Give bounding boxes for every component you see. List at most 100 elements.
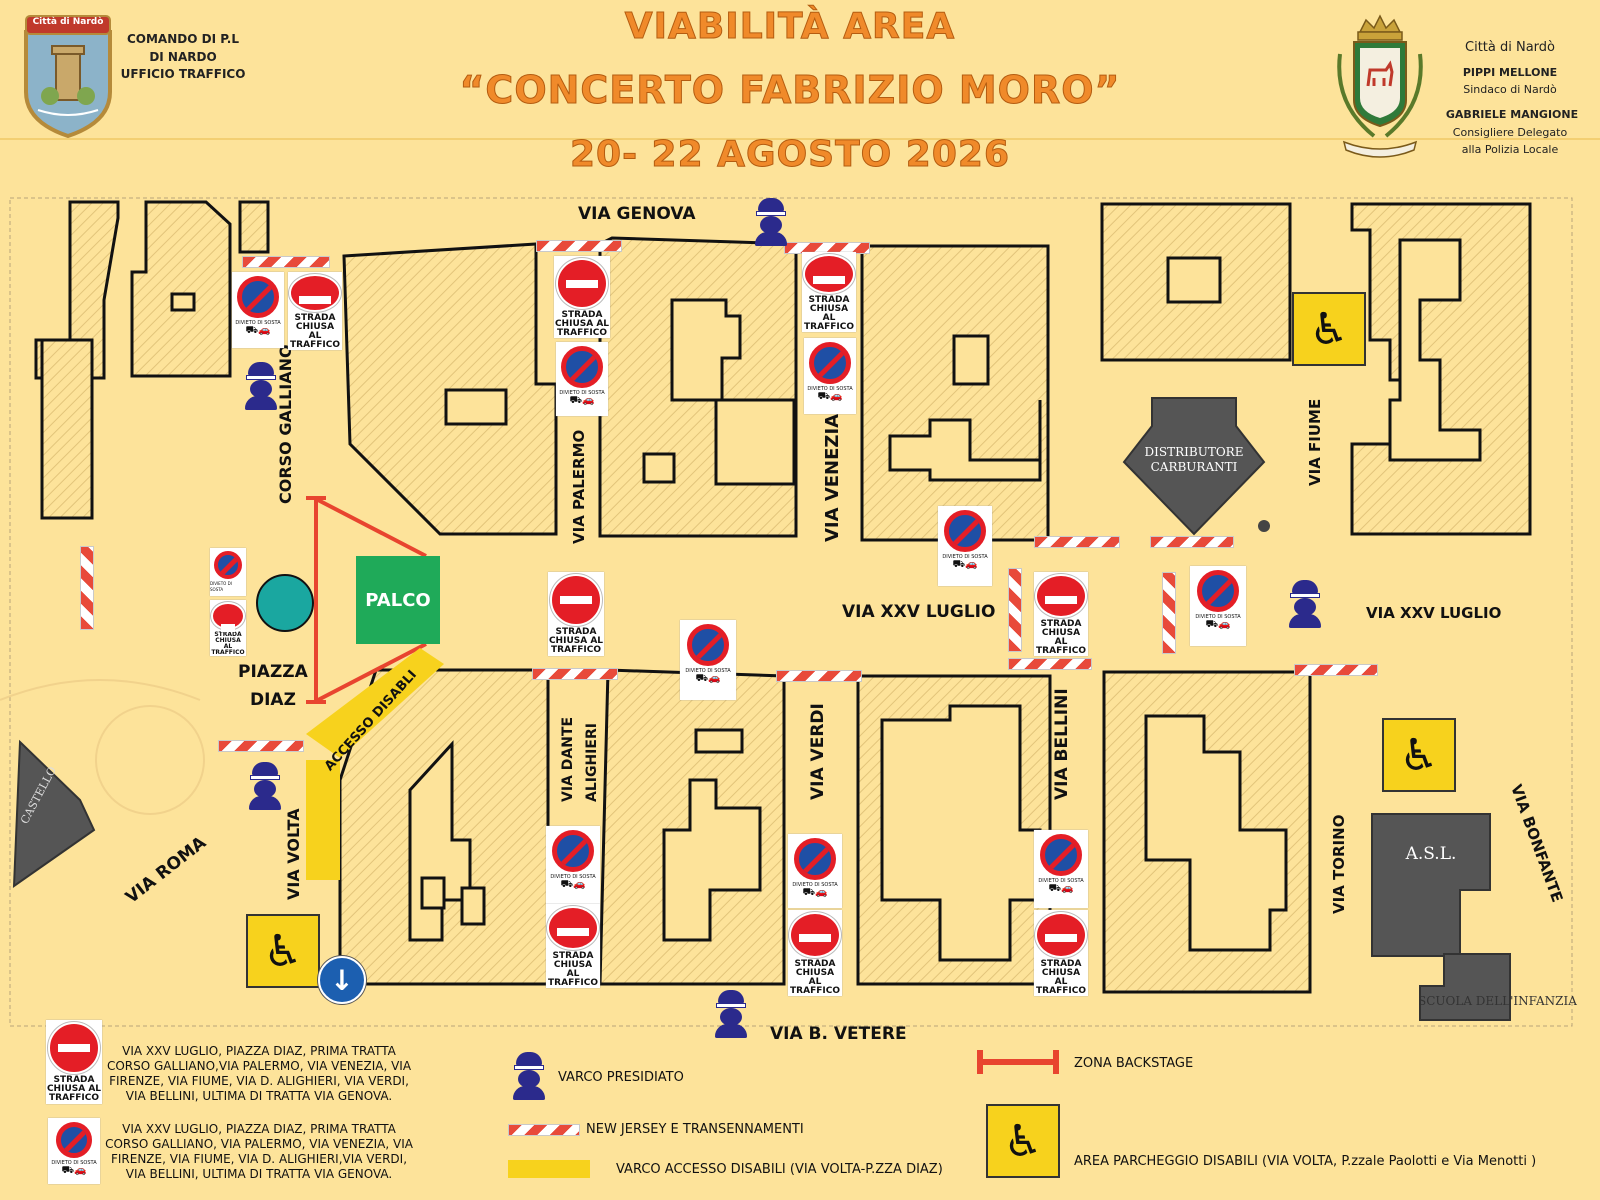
barrier-icon: [536, 240, 622, 252]
no-entry-icon: [547, 906, 599, 950]
no-entry-icon: [48, 1022, 100, 1074]
wheelchair-icon: ♿: [1382, 718, 1456, 792]
no-parking-icon: [1040, 834, 1082, 876]
no-entry-caption-1: STRADA: [1040, 619, 1082, 629]
page-title-line-2: “CONCERTO FABRIZIO MORO”: [459, 68, 1121, 113]
road-via-dante-2: ALIGHIERI: [584, 723, 600, 802]
no-parking-icon: [687, 624, 729, 666]
tow-truck-icon: ⛟🚗: [1205, 619, 1231, 630]
distributore-label-1: DISTRIBUTORE: [1144, 445, 1244, 459]
no-parking-sign: DIVIETO DI SOSTA ⛟🚗: [556, 342, 608, 416]
no-entry-caption-3: TRAFFICO: [211, 649, 245, 656]
no-entry-sign: STRADA CHIUSA AL TRAFFICO: [802, 252, 856, 332]
no-entry-caption-3: TRAFFICO: [557, 328, 607, 338]
wheelchair-icon: ♿: [1292, 292, 1366, 366]
legend-no-parking-sign: DIVIETO DI SOSTA ⛟🚗: [48, 1118, 100, 1184]
command-line-1: COMANDO DI P.L: [126, 32, 240, 46]
mayor-role: Sindaco di Nardò: [1463, 83, 1557, 96]
no-entry-caption-2: CHIUSA AL: [809, 304, 849, 323]
no-entry-sign: STRADA CHIUSA AL TRAFFICO: [1034, 910, 1088, 996]
road-piazza-diaz-1: PIAZZA: [238, 662, 308, 682]
no-entry-sign: STRADA CHIUSA AL TRAFFICO: [1034, 572, 1088, 656]
roundabout: [256, 574, 314, 632]
barrier-icon: [1162, 572, 1176, 654]
police-crest-icon: [24, 15, 112, 138]
no-entry-sign: STRADA CHIUSA AL TRAFFICO: [546, 904, 600, 988]
legend-zona-backstage: ZONA BACKSTAGE: [1074, 1056, 1194, 1071]
no-entry-caption-2: CHIUSA AL: [1041, 628, 1081, 647]
councillor-name: GABRIELE MANGIONE: [1445, 108, 1579, 121]
no-parking-icon: [794, 838, 836, 880]
no-parking-icon: [56, 1122, 92, 1158]
stage-palco: PALCO: [356, 556, 440, 644]
road-via-xxv-luglio-east: VIA XXV LUGLIO: [1366, 604, 1502, 622]
no-parking-sign: DIVIETO DI SOSTA ⛟🚗: [546, 826, 600, 904]
no-entry-caption-1: STRADA: [1040, 959, 1082, 969]
no-parking-caption: DIVIETO DI SOSTA: [559, 390, 605, 396]
distributore-label-2: CARBURANTI: [1150, 460, 1238, 474]
no-entry-icon: [1035, 912, 1087, 958]
no-entry-sign: STRADA CHIUSA AL TRAFFICO: [788, 910, 842, 996]
no-entry-icon: [556, 258, 608, 309]
road-via-fiume: VIA FIUME: [1306, 398, 1324, 486]
no-entry-caption-1: STRADA: [808, 295, 850, 305]
legend-new-jersey: NEW JERSEY E TRANSENNAMENTI: [586, 1122, 804, 1137]
road-corso-galliano: CORSO GALLIANO: [276, 344, 295, 504]
legend-area-parcheggio: AREA PARCHEGGIO DISABILI (VIA VOLTA, P.z…: [1074, 1154, 1537, 1169]
road-via-xxv-luglio-center: VIA XXV LUGLIO: [842, 602, 996, 622]
no-entry-icon: [803, 254, 855, 294]
barrier-icon: [242, 256, 330, 268]
tow-truck-icon: ⛟🚗: [61, 1165, 87, 1176]
command-line-3: UFFICIO TRAFFICO: [120, 67, 246, 81]
no-entry-sign: STRADA CHIUSA AL TRAFFICO: [554, 256, 610, 338]
city-coat-of-arms-icon: [1337, 14, 1423, 158]
no-parking-sign: DIVIETO DI SOSTA ⛟🚗: [788, 834, 842, 908]
no-parking-sign: DIVIETO DI SOSTA ⛟🚗: [1034, 830, 1088, 908]
scuola-label: SCUOLA DELL'INFANZIA: [1418, 994, 1577, 1008]
police-officer-icon: [714, 990, 748, 1038]
legend-no-entry-caption-3: TRAFFICO: [49, 1093, 99, 1103]
road-via-venezia: VIA VENEZIA: [822, 413, 843, 542]
no-entry-caption-1: STRADA: [294, 313, 336, 323]
legend-barrier-icon: [508, 1124, 580, 1136]
no-parking-sign: DIVIETO DI SOSTA ⛟🚗: [804, 338, 856, 414]
stage-label: PALCO: [365, 589, 431, 611]
right-city-name: Città di Nardò: [1465, 40, 1555, 55]
no-entry-caption-3: TRAFFICO: [551, 645, 601, 655]
no-entry-icon: [1035, 574, 1087, 618]
no-entry-sign: STRADA CHIUSA AL TRAFFICO: [288, 272, 342, 350]
no-entry-sign: STRADA CHIUSA AL TRAFFICO: [210, 600, 246, 656]
no-entry-caption-3: TRAFFICO: [548, 978, 598, 988]
tow-truck-icon: ⛟🚗: [802, 887, 828, 898]
road-via-bellini: VIA BELLINI: [1052, 688, 1072, 800]
legend-no-entry-caption-2: CHIUSA AL: [46, 1084, 102, 1094]
no-parking-caption: DIVIETO DI SOSTA: [685, 668, 731, 674]
no-parking-icon: [561, 346, 603, 388]
barrier-icon: [1294, 664, 1378, 676]
no-parking-icon: [214, 551, 242, 579]
road-via-palermo: VIA PALERMO: [570, 429, 588, 544]
tow-truck-icon: ⛟🚗: [569, 395, 595, 406]
barrier-icon: [532, 668, 618, 680]
wheelchair-icon: ♿: [246, 914, 320, 988]
police-officer-icon: [1288, 580, 1322, 628]
no-entry-caption-2: CHIUSA AL: [553, 960, 593, 979]
no-parking-sign: DIVIETO DI SOSTA ⛟🚗: [938, 506, 992, 586]
legend-backstage-icon: [977, 1050, 1059, 1074]
no-parking-caption: DIVIETO DI SOSTA: [792, 882, 838, 888]
tow-truck-icon: ⛟🚗: [695, 673, 721, 684]
no-entry-caption-1: STRADA: [552, 951, 594, 961]
arrow-down-icon: ↓: [318, 956, 366, 1004]
tow-truck-icon: ⛟🚗: [560, 879, 586, 890]
legend-disabled-access-swatch: [508, 1160, 590, 1178]
legend-varco-presidiato: VARCO PRESIDIATO: [558, 1070, 684, 1085]
no-parking-icon: [944, 510, 986, 552]
no-parking-icon: [552, 830, 594, 872]
no-parking-caption: DIVIETO DI SOSTA: [942, 554, 988, 560]
no-parking-caption: DIVIETO DI SOSTA: [1038, 878, 1084, 884]
legend-no-entry-sign: STRADA CHIUSA AL TRAFFICO: [46, 1020, 102, 1104]
no-parking-caption: DIVIETO DI SOSTA: [235, 320, 281, 326]
police-officer-icon: [754, 198, 788, 246]
barrier-icon: [1150, 536, 1234, 548]
no-entry-icon: [289, 274, 341, 312]
